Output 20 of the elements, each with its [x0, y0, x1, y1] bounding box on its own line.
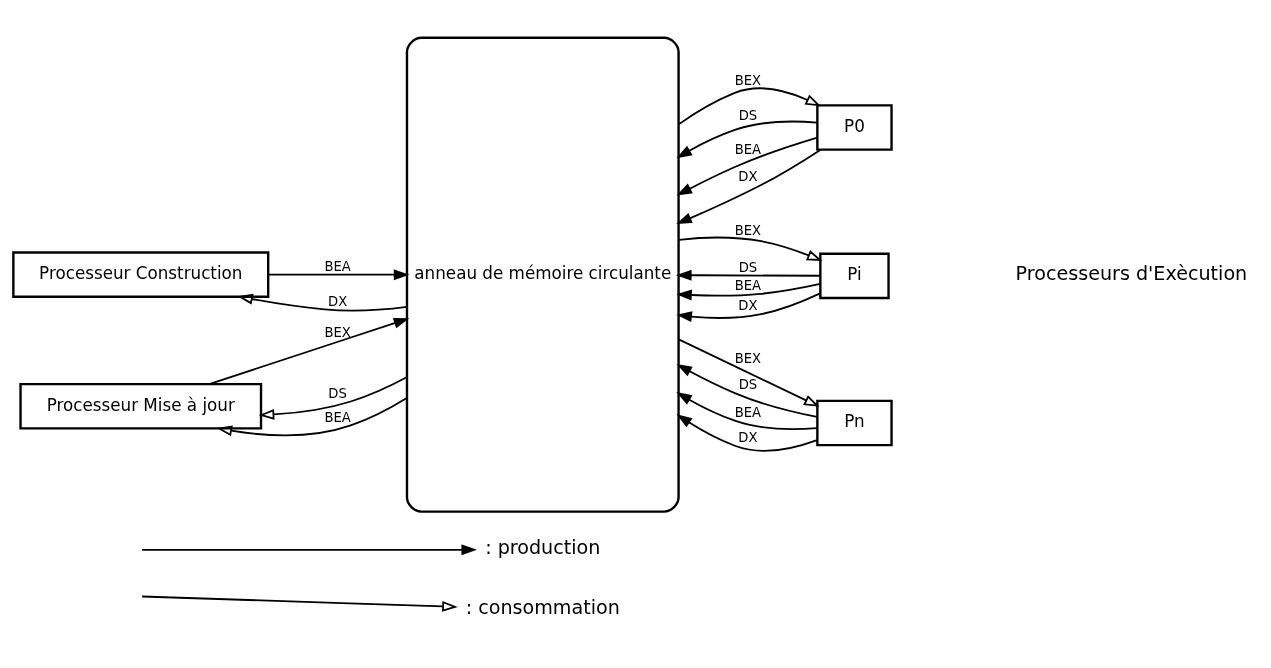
edge-label: DS: [738, 376, 758, 392]
edge-label: BEA: [324, 409, 351, 425]
edge-label: DS: [738, 107, 758, 123]
edge-label: DX: [738, 429, 758, 445]
edge-label: DS: [738, 259, 758, 275]
edge-label: BEX: [734, 72, 762, 88]
edge-label: BEA: [324, 258, 351, 274]
edge-label: DX: [328, 293, 348, 309]
edge-label: DX: [738, 168, 758, 184]
edge-label: DS: [328, 385, 347, 401]
label: Processeurs d'Exècution: [1015, 261, 1248, 285]
edge-label: BEA: [734, 141, 762, 157]
legend-label: : consommation: [465, 595, 620, 619]
edge-label: BEX: [734, 350, 762, 366]
edge-label: BEA: [734, 404, 762, 420]
edge-label: BEX: [734, 222, 762, 238]
legend-label: : production: [485, 535, 601, 559]
edge-label: BEA: [734, 277, 762, 293]
edge-label: BEX: [324, 324, 351, 340]
edge-label: DX: [738, 297, 758, 313]
